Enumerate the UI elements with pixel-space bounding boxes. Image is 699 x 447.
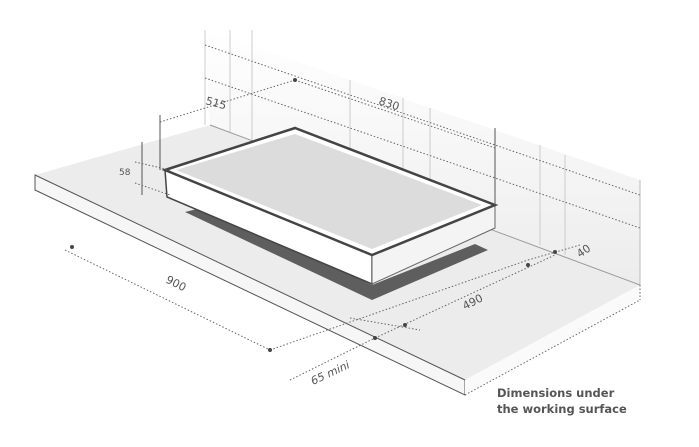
dim-cutout-width: 900 bbox=[164, 273, 189, 294]
dim-hob-width: 830 bbox=[377, 94, 401, 113]
dim-hob-height: 58 bbox=[119, 168, 131, 178]
caption-line-1: Dimensions under bbox=[497, 386, 615, 400]
caption: Dimensions under the working surface bbox=[497, 385, 627, 417]
back-wall bbox=[204, 30, 641, 285]
dim-wall-height: 515 bbox=[204, 94, 228, 112]
cutout-opening bbox=[185, 207, 488, 300]
dim-front-distance: 65 mini bbox=[309, 358, 352, 387]
caption-line-2: the working surface bbox=[497, 402, 627, 416]
dimension-lines bbox=[64, 78, 581, 381]
hob bbox=[161, 126, 499, 286]
